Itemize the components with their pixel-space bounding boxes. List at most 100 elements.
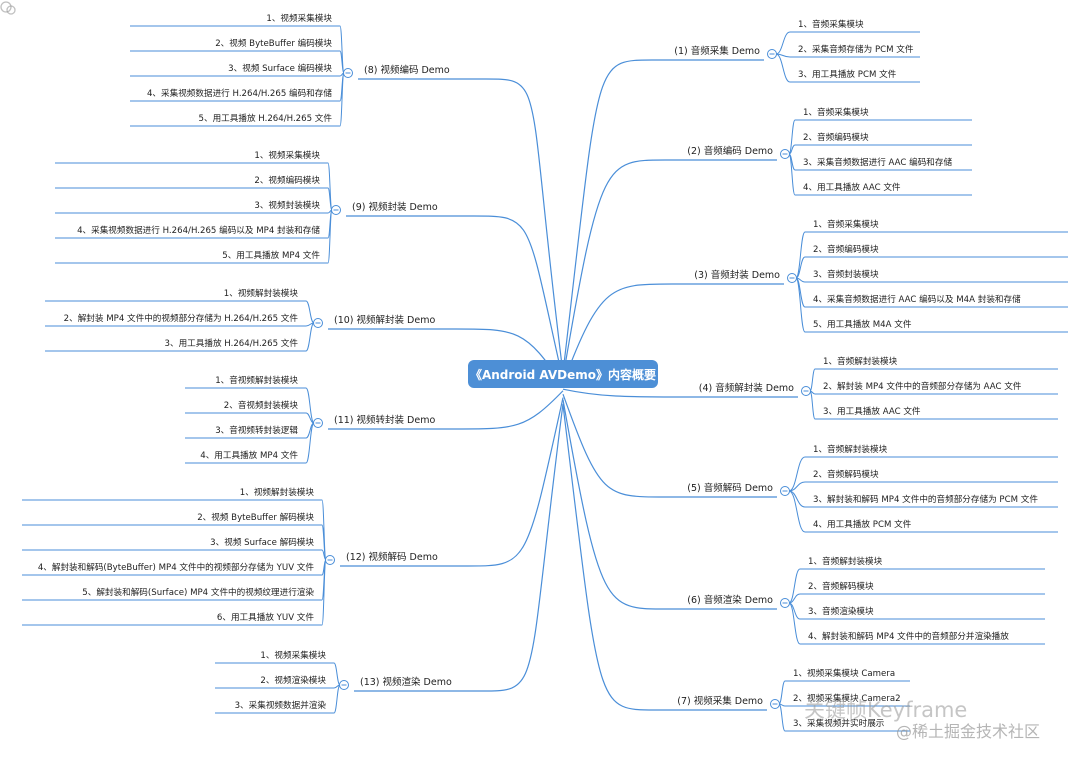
topic-item[interactable]: 1、音频采集模块 bbox=[813, 218, 879, 230]
branch-title[interactable]: (4) 音频解封装 Demo bbox=[699, 382, 794, 394]
topic-item[interactable]: 4、用工具播放 PCM 文件 bbox=[813, 518, 912, 530]
topic-item[interactable]: 2、视频采集模块 Camera2 bbox=[793, 692, 901, 704]
topic-item[interactable]: 5、用工具播放 H.264/H.265 文件 bbox=[199, 112, 333, 124]
topic-item[interactable]: 1、视频解封装模块 bbox=[240, 486, 315, 498]
topic-item[interactable]: 4、用工具播放 MP4 文件 bbox=[200, 449, 298, 461]
topic-item[interactable]: 1、音频解封装模块 bbox=[823, 355, 898, 367]
topic-item[interactable]: 2、解封装 MP4 文件中的音频部分存储为 AAC 文件 bbox=[823, 380, 1022, 392]
topic-item[interactable]: 1、视频采集模块 bbox=[260, 649, 326, 661]
topic-item[interactable]: 2、音频解码模块 bbox=[808, 580, 874, 592]
branch-title[interactable]: (10) 视频解封装 Demo bbox=[334, 314, 435, 326]
topic-item[interactable]: 4、采集视频数据进行 H.264/H.265 编码和存储 bbox=[147, 87, 332, 99]
wechat-icon bbox=[0, 1, 16, 15]
branch-title[interactable]: (2) 音频编码 Demo bbox=[687, 145, 773, 157]
watermark-brand: 关键帧Keyframe bbox=[804, 698, 968, 722]
topic-item[interactable]: 2、音频编码模块 bbox=[813, 243, 879, 255]
topic-item[interactable]: 2、音频编码模块 bbox=[803, 131, 869, 143]
item-connector bbox=[788, 456, 806, 492]
branch-title[interactable]: (11) 视频转封装 Demo bbox=[334, 414, 435, 426]
branch-title[interactable]: (3) 音频封装 Demo bbox=[694, 269, 780, 281]
branch-title[interactable]: (8) 视频编码 Demo bbox=[364, 64, 450, 76]
item-connector bbox=[327, 209, 333, 264]
topic-item[interactable]: 3、视频 Surface 解码模块 bbox=[210, 536, 314, 548]
branch-connector bbox=[562, 404, 656, 711]
branch-title[interactable]: (6) 音频渲染 Demo bbox=[687, 594, 773, 606]
topic-item[interactable]: 3、解封装和解码 MP4 文件中的音频部分存储为 PCM 文件 bbox=[813, 493, 1038, 505]
branch-title[interactable]: (12) 视频解码 Demo bbox=[346, 551, 438, 563]
topic-item[interactable]: 1、视频采集模块 bbox=[266, 12, 332, 24]
topic-item[interactable]: 3、采集视频并实时展示 bbox=[793, 717, 885, 729]
item-connector bbox=[788, 602, 801, 645]
topic-item[interactable]: 2、视频渲染模块 bbox=[260, 674, 326, 686]
topic-item[interactable]: 2、采集音频存储为 PCM 文件 bbox=[798, 43, 914, 55]
topic-item[interactable]: 3、采集音频数据进行 AAC 编码和存储 bbox=[803, 156, 952, 168]
topic-item[interactable]: 2、视频 ByteBuffer 编码模块 bbox=[215, 37, 332, 49]
item-connector bbox=[305, 322, 315, 352]
topic-item[interactable]: 4、解封装和解码 MP4 文件中的音频部分并渲染播放 bbox=[808, 630, 1009, 642]
topic-item[interactable]: 1、音频采集模块 bbox=[803, 106, 869, 118]
item-connector bbox=[788, 593, 801, 604]
topic-item[interactable]: 1、视频解封装模块 bbox=[224, 287, 299, 299]
topic-item[interactable]: 3、用工具播放 PCM 文件 bbox=[798, 68, 897, 80]
item-connector bbox=[778, 680, 786, 705]
item-connector bbox=[788, 481, 806, 492]
branch-connector bbox=[562, 388, 687, 398]
topic-item[interactable]: 6、用工具播放 YUV 文件 bbox=[217, 611, 315, 623]
topic-item[interactable]: 1、视频采集模块 bbox=[254, 149, 320, 161]
item-connector bbox=[809, 368, 816, 392]
topic-item[interactable]: 2、视频 ByteBuffer 解码模块 bbox=[197, 511, 314, 523]
item-connector bbox=[778, 703, 786, 732]
topic-item[interactable]: 4、用工具播放 AAC 文件 bbox=[803, 181, 901, 193]
item-connector bbox=[775, 53, 791, 83]
topic-item[interactable]: 3、采集视频数据并渲染 bbox=[235, 699, 327, 711]
topic-item[interactable]: 3、视频 Surface 编码模块 bbox=[228, 62, 332, 74]
branch-connector bbox=[562, 283, 673, 384]
topic-item[interactable]: 4、采集音频数据进行 AAC 编码以及 M4A 封装和存储 bbox=[813, 293, 1021, 305]
topic-item[interactable]: 3、音频封装模块 bbox=[813, 268, 879, 280]
topic-item[interactable]: 1、音频解封装模块 bbox=[808, 555, 883, 567]
branch-connector bbox=[562, 159, 666, 378]
item-connector bbox=[339, 72, 345, 127]
topic-item[interactable]: 3、音频渲染模块 bbox=[808, 605, 874, 617]
topic-item[interactable]: 1、音频采集模块 bbox=[798, 18, 864, 30]
root-topic[interactable]: 《Android AVDemo》内容概要 bbox=[468, 360, 658, 388]
item-connector bbox=[809, 390, 816, 420]
topic-item[interactable]: 3、音视频转封装逻辑 bbox=[215, 424, 298, 436]
item-connector bbox=[788, 144, 796, 155]
branch-connector bbox=[562, 399, 666, 610]
topic-item[interactable]: 5、解封装和解码(Surface) MP4 文件中的视频纹理进行渲染 bbox=[82, 586, 314, 598]
topic-item[interactable]: 2、音频解码模块 bbox=[813, 468, 879, 480]
branch-title[interactable]: (1) 音频采集 Demo bbox=[674, 45, 760, 57]
topic-item[interactable]: 3、视频封装模块 bbox=[254, 199, 320, 211]
topic-item[interactable]: 2、视频编码模块 bbox=[254, 174, 320, 186]
topic-item[interactable]: 2、解封装 MP4 文件中的视频部分存储为 H.264/H.265 文件 bbox=[64, 312, 299, 324]
topic-item[interactable]: 3、用工具播放 AAC 文件 bbox=[823, 405, 921, 417]
topic-item[interactable]: 1、视频采集模块 Camera bbox=[793, 667, 895, 679]
item-connector bbox=[305, 412, 315, 424]
branch-title[interactable]: (5) 音频解码 Demo bbox=[687, 482, 773, 494]
branch-connector bbox=[455, 390, 564, 430]
item-connector bbox=[788, 568, 801, 604]
branch-title[interactable]: (13) 视频渲染 Demo bbox=[360, 676, 452, 688]
topic-item[interactable]: 2、音视频封装模块 bbox=[224, 399, 299, 411]
topic-item[interactable]: 1、音视频解封装模块 bbox=[215, 374, 298, 386]
branch-title[interactable]: (9) 视频封装 Demo bbox=[352, 201, 438, 213]
item-connector bbox=[327, 187, 333, 211]
watermark-community: @稀土掘金技术社区 bbox=[896, 722, 1041, 741]
branch-title[interactable]: (7) 视频采集 Demo bbox=[677, 695, 763, 707]
topic-item[interactable]: 3、用工具播放 H.264/H.265 文件 bbox=[165, 337, 299, 349]
item-connector bbox=[775, 31, 791, 55]
item-connector bbox=[788, 119, 796, 155]
item-connector bbox=[788, 153, 796, 196]
topic-item[interactable]: 4、解封装和解码(ByteBuffer) MP4 文件中的视频部分存储为 YUV… bbox=[38, 561, 315, 573]
branch-connector bbox=[481, 403, 564, 692]
branch-connector bbox=[562, 59, 653, 373]
item-connector bbox=[333, 684, 341, 714]
topic-item[interactable]: 1、音频解封装模块 bbox=[813, 443, 888, 455]
item-connector bbox=[795, 277, 806, 333]
topic-item[interactable]: 5、用工具播放 MP4 文件 bbox=[222, 249, 320, 261]
topic-item[interactable]: 4、采集视频数据进行 H.264/H.265 编码以及 MP4 封装和存储 bbox=[77, 224, 320, 236]
topic-item[interactable]: 5、用工具播放 M4A 文件 bbox=[813, 318, 912, 330]
